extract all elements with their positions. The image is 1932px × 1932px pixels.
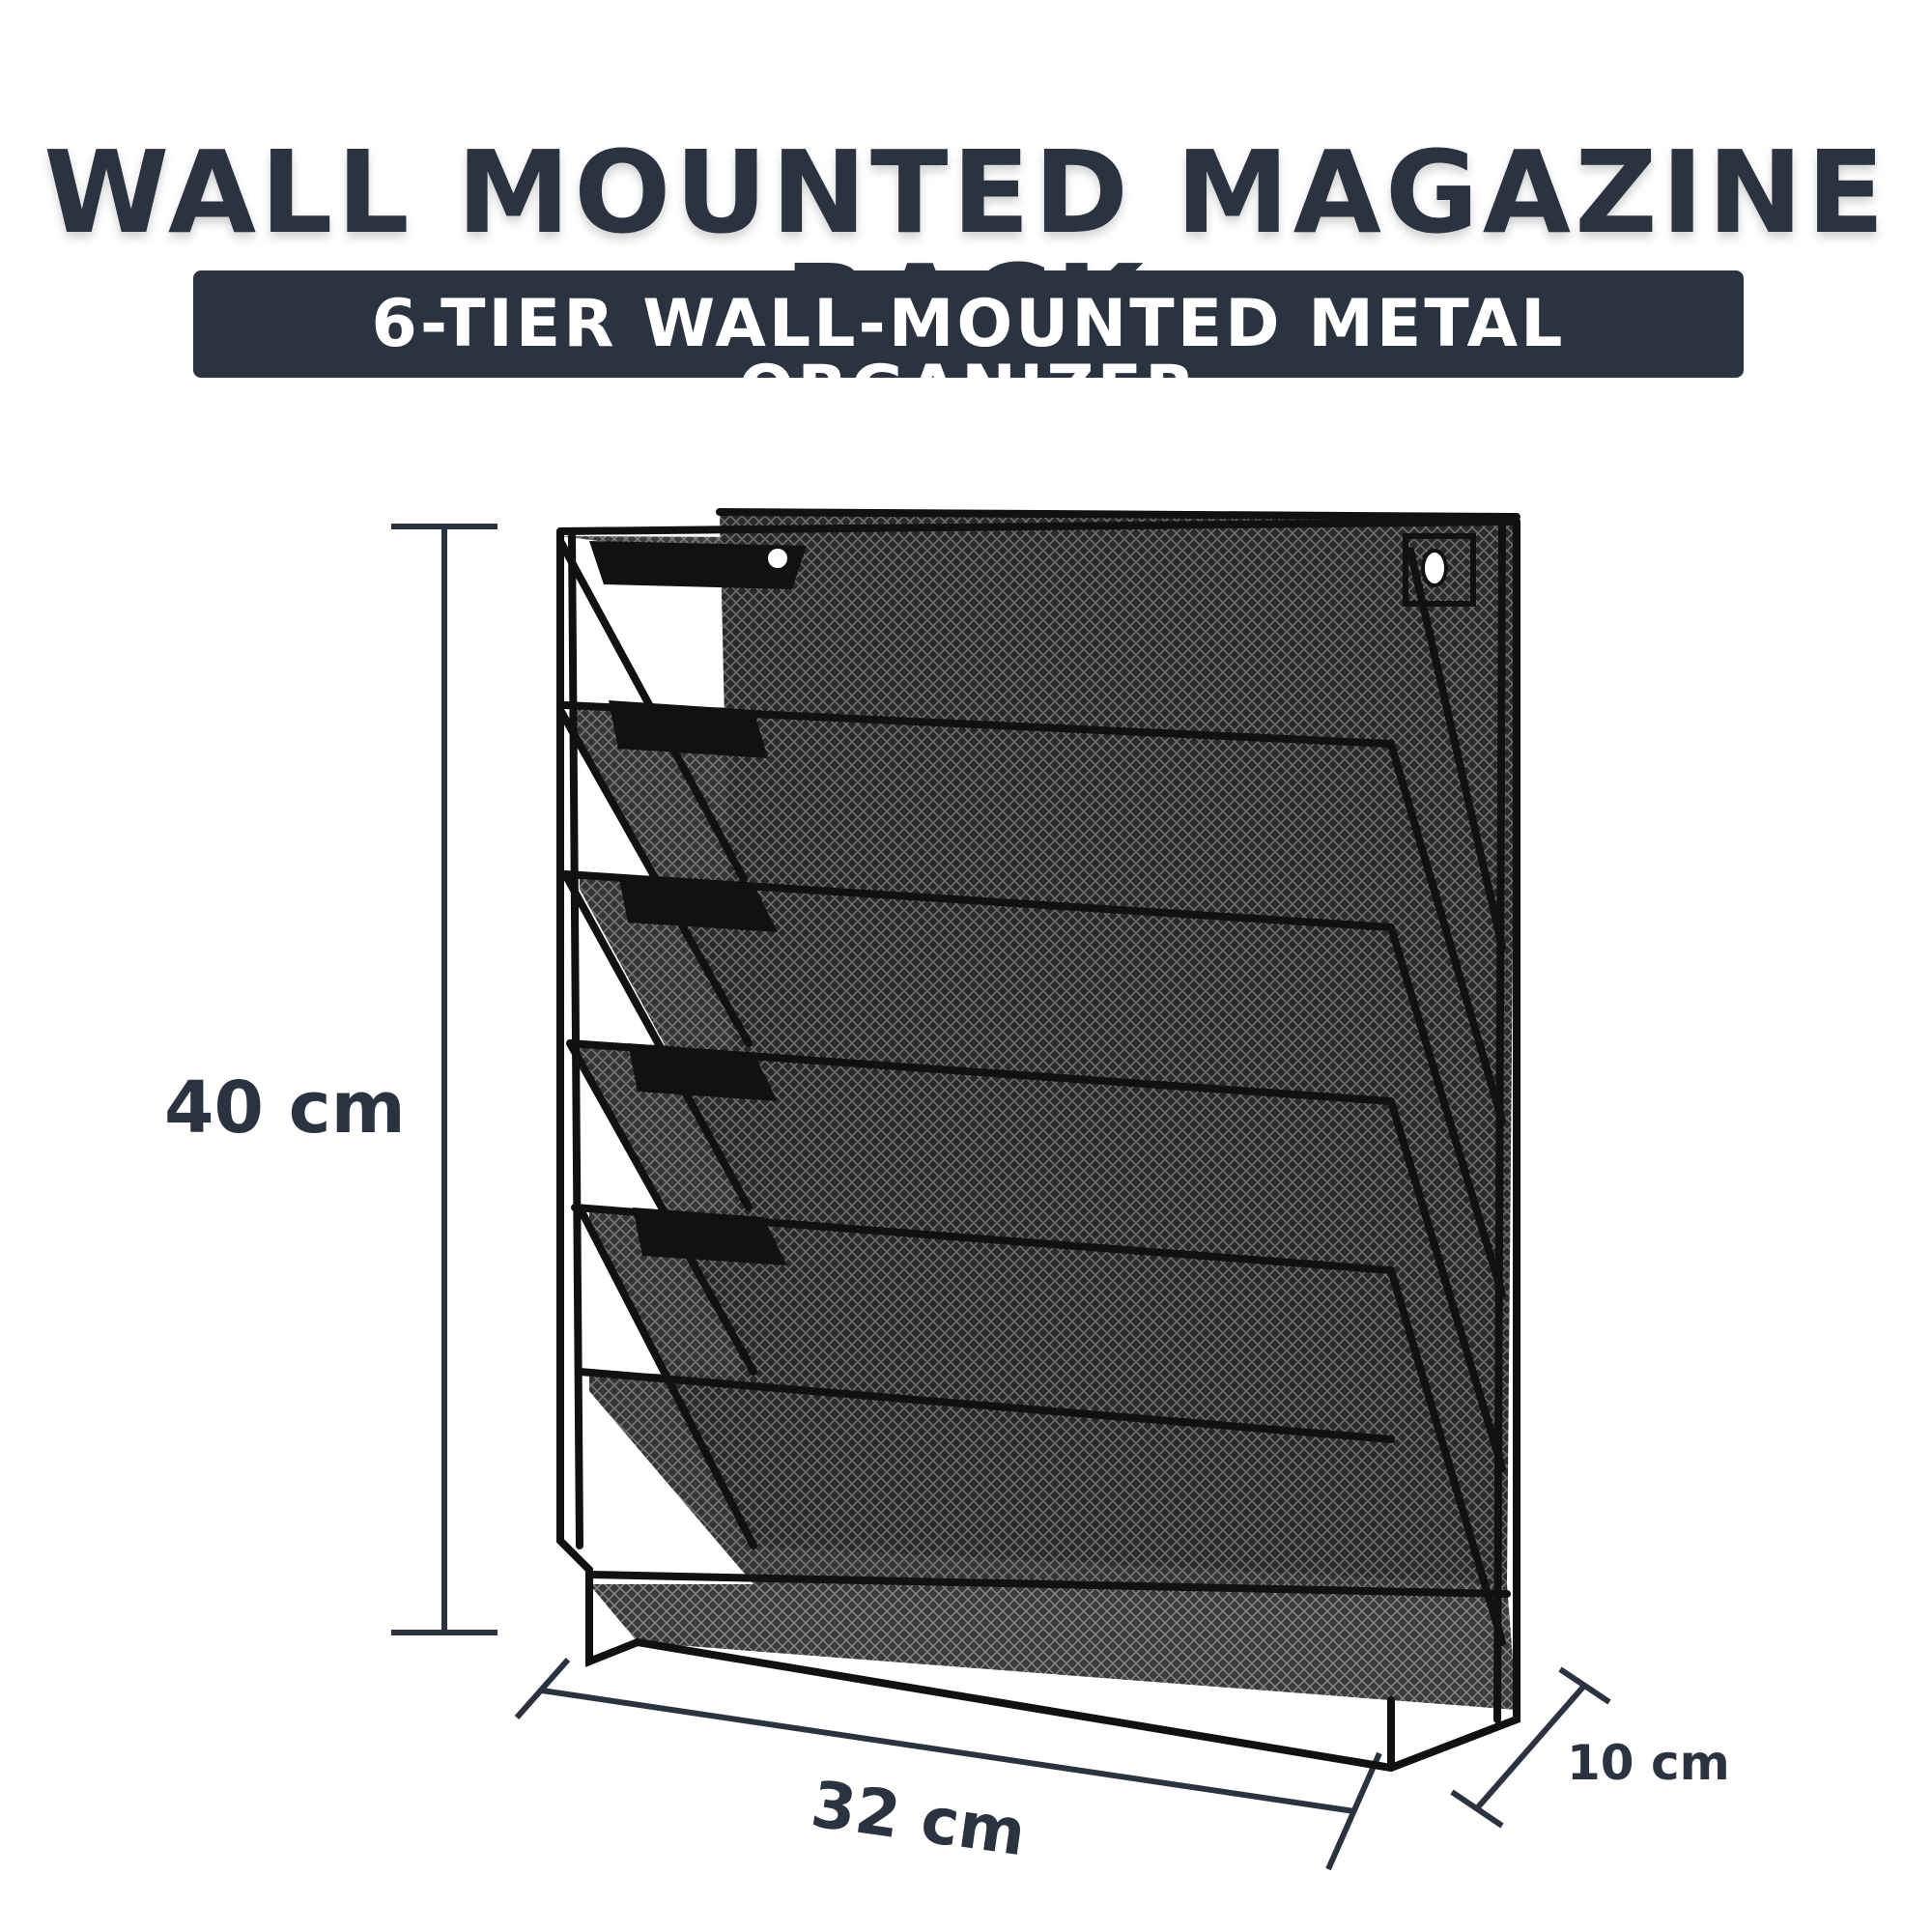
width-dimension-line <box>514 1658 1382 1871</box>
hanging-bracket <box>1403 533 1476 607</box>
depth-label: 10 cm <box>1567 1735 1730 1791</box>
magazine-rack-icon <box>556 508 1520 1772</box>
label-tabs <box>589 541 807 1265</box>
depth-dimension-line <box>1450 1666 1611 1829</box>
height-dimension-line <box>391 524 497 1635</box>
subtitle-text: 6-TIER WALL-MOUNTED METAL ORGANIZER <box>371 286 1566 428</box>
hanging-hole-icon <box>764 545 1448 587</box>
height-label: 40 cm <box>164 1066 406 1150</box>
subtitle-banner: 6-TIER WALL-MOUNTED METAL ORGANIZER <box>193 270 1744 423</box>
